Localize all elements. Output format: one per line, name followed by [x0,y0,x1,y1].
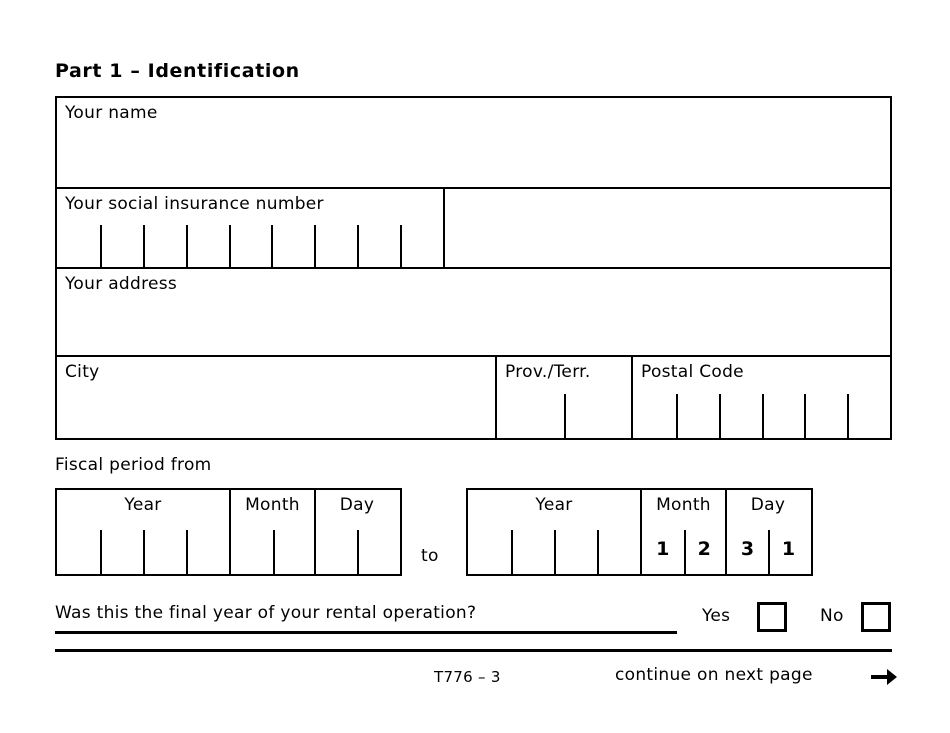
your-name-label: Your name [65,103,158,123]
to-year-field[interactable]: Year [468,490,640,574]
row-your-name: Your name [57,98,890,187]
comb-tick [804,394,807,438]
fiscal-period-from-box: Year Month Day [55,488,402,576]
postal-code-field[interactable]: Postal Code [631,357,890,438]
footer-divider [55,649,892,652]
from-year-field[interactable]: Year [57,490,229,574]
to-month-label: Month [656,495,711,515]
city-label: City [65,362,100,382]
final-year-question-rule [55,631,677,634]
to-day-label: Day [750,495,786,515]
comb-tick [761,394,764,438]
comb-tick [271,225,274,267]
date-digit [468,526,511,574]
fiscal-period-label: Fiscal period from [55,455,212,475]
sin-spacer-cell [443,189,890,267]
final-year-question-label: Was this the final year of your rental o… [55,603,477,623]
date-digit [511,526,554,574]
no-checkbox[interactable] [861,602,891,632]
comb-tick [718,394,721,438]
date-digit [554,526,597,574]
province-label: Prov./Terr. [505,362,591,382]
comb-tick [185,225,188,267]
from-year-label: Year [124,495,162,515]
page-title: Part 1 – Identification [55,60,300,82]
yes-label: Yes [702,606,731,626]
form-code: T776 – 3 [434,668,501,686]
date-digit [597,526,640,574]
date-digit [100,526,143,574]
comb-tick [847,394,850,438]
your-address-field[interactable]: Your address [57,269,890,355]
row-your-address: Your address [57,267,890,355]
comb-tick [400,225,403,267]
from-day-label: Day [339,495,375,515]
from-year-digits [57,526,229,574]
comb-tick [314,225,317,267]
your-name-field[interactable]: Your name [57,98,890,187]
comb-tick [99,225,102,267]
comb-tick [357,225,360,267]
postal-code-label: Postal Code [641,362,744,382]
date-digit: 1 [781,538,796,560]
comb-tick [564,394,566,438]
from-day-field[interactable]: Day [314,490,398,574]
from-month-digits [231,526,314,574]
your-address-label: Your address [65,274,178,294]
from-month-field[interactable]: Month [229,490,314,574]
date-digit [143,526,186,574]
row-city-prov-postal: City Prov./Terr. Postal Code [57,355,890,438]
date-digit [231,526,273,574]
comb-tick [228,225,231,267]
no-label: No [820,606,844,626]
date-digit [357,526,398,574]
identification-block: Your name Your social insurance number Y… [55,96,892,440]
date-digit [186,526,229,574]
date-digit: 1 [656,538,670,560]
row-social-insurance-number: Your social insurance number [57,187,890,267]
arrow-right-icon [871,669,897,685]
continue-on-next-page-text: continue on next page [615,665,813,685]
from-day-digits [316,526,398,574]
province-field[interactable]: Prov./Terr. [495,357,631,438]
comb-tick [142,225,145,267]
to-year-label: Year [535,495,573,515]
date-digit: 3 [740,538,755,560]
fiscal-period-to-word: to [421,546,439,566]
to-year-digits [468,526,640,574]
city-field[interactable]: City [57,357,495,438]
date-digit [316,526,357,574]
date-digit [57,526,100,574]
yes-checkbox[interactable] [757,602,787,632]
sin-field[interactable]: Your social insurance number [57,189,443,267]
comb-tick [675,394,678,438]
date-digit [273,526,315,574]
from-month-label: Month [245,495,300,515]
sin-label: Your social insurance number [65,194,324,214]
date-digit: 2 [697,538,711,560]
